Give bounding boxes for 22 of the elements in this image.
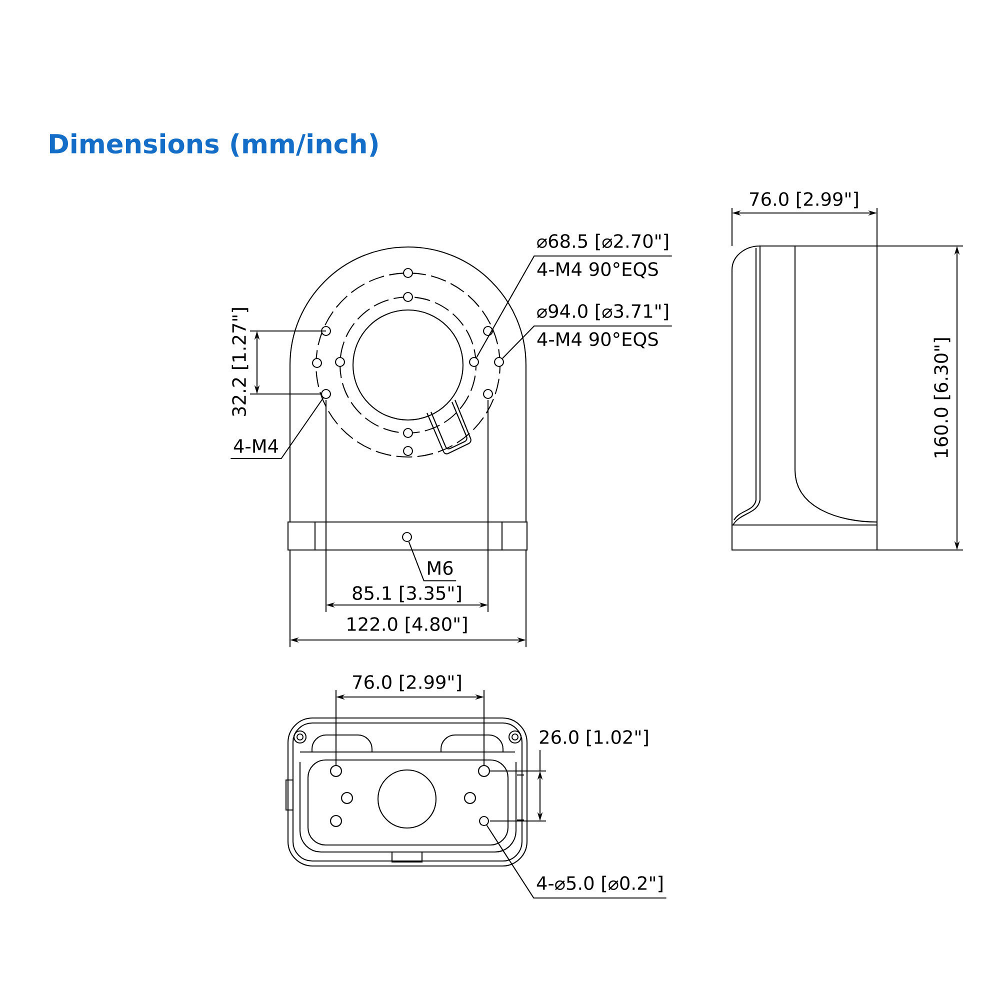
mounting-hole [320,388,332,400]
leader-line [408,542,456,582]
mounting-hole [402,532,412,542]
dimension-label: 76.0 [2.99"] [353,674,461,692]
mounting-hole [478,816,490,826]
dimension-label: 32.2 [1.27"] [232,308,248,416]
dimension-label: 160.0 [6.30"] [934,338,950,458]
callout-text: 4-⌀5.0 [⌀0.2"] [536,876,662,892]
callout-text: ⌀94.0 [⌀3.71"] 4-M4 90°EQS [537,304,668,348]
callout-text: 4-M4 [234,439,278,453]
dimension-label: 122.0 [4.80"] [348,616,467,634]
callout-text: M6 [428,561,453,575]
dimension-label: 76.0 [2.99"] [750,192,858,208]
leader-line [486,824,666,899]
dimension-label: 85.1 [3.35"] [352,586,461,602]
mounting-hole [468,356,480,368]
leader-line [502,325,672,359]
leader-line [230,398,324,460]
dimension-label: 26.0 [1.02"] [540,730,648,746]
mounting-hole [494,356,504,368]
callout-text: ⌀68.5 [⌀2.70"] 4-M4 90°EQS [537,234,668,278]
title: Dimensions (mm/inch) [50,133,378,157]
